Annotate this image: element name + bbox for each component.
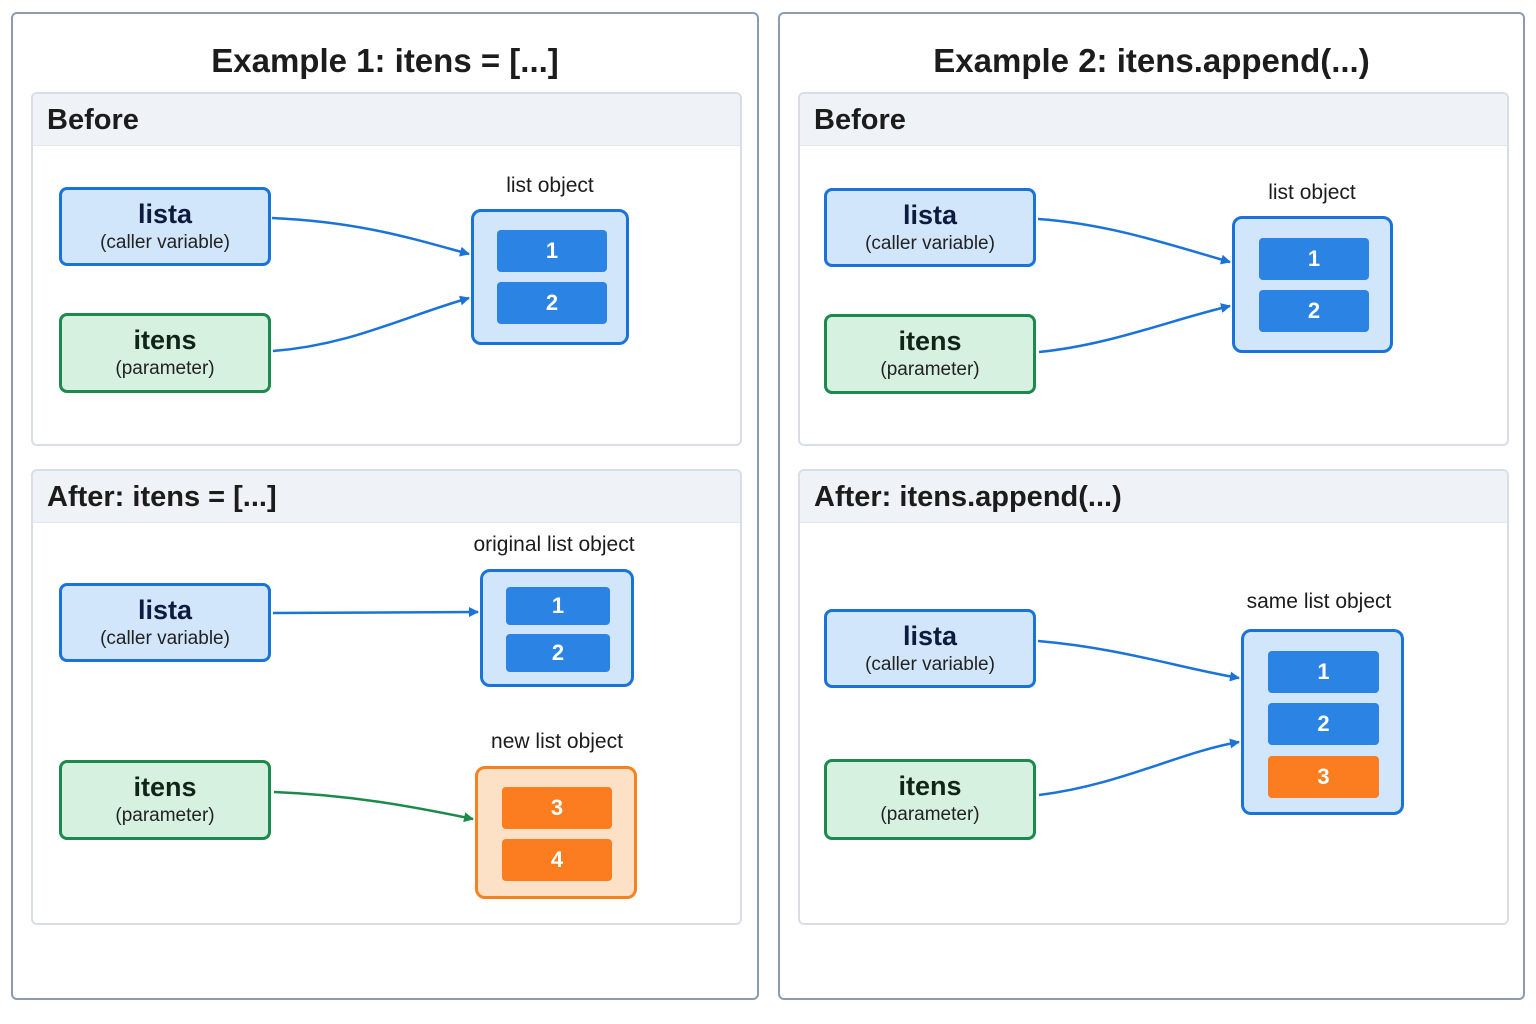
lista-variable-box: lista (caller variable): [824, 609, 1036, 688]
list-item: 2: [1268, 703, 1379, 745]
list-object-label: list object: [1268, 181, 1356, 204]
original-list-object-label: original list object: [473, 533, 635, 556]
lista-variable-box: lista (caller variable): [824, 188, 1036, 267]
variable-name: lista: [902, 621, 958, 651]
variable-description: (parameter): [880, 359, 980, 380]
list-item: 4: [502, 839, 612, 881]
example-1-panel: Example 1: itens = [...] Before After: i…: [11, 12, 759, 1000]
list-object-box: 1 2: [1232, 216, 1393, 353]
variable-name: itens: [133, 772, 197, 802]
variable-description: (parameter): [115, 358, 215, 379]
variable-description: (parameter): [115, 805, 215, 826]
new-list-object-box: 3 4: [475, 766, 637, 899]
variable-description: (caller variable): [865, 233, 995, 254]
variable-description: (caller variable): [865, 654, 995, 675]
itens-parameter-box: itens (parameter): [59, 313, 271, 393]
variable-name: lista: [137, 595, 193, 625]
lista-variable-box: lista (caller variable): [59, 583, 271, 662]
variable-name: itens: [898, 326, 962, 356]
variable-description: (caller variable): [100, 628, 230, 649]
variable-name: lista: [902, 200, 958, 230]
itens-parameter-box: itens (parameter): [59, 760, 271, 840]
list-item: 2: [497, 282, 607, 324]
list-object-label: list object: [506, 174, 594, 197]
panel-header: After: itens = [...]: [33, 471, 740, 523]
same-list-object-label: same list object: [1246, 590, 1392, 613]
example-2-title: Example 2: itens.append(...): [933, 42, 1370, 79]
list-item: 1: [1259, 238, 1369, 280]
panel-header: After: itens.append(...): [800, 471, 1507, 523]
list-item: 2: [506, 634, 610, 672]
example-1-title: Example 1: itens = [...]: [211, 42, 559, 79]
new-list-object-label: new list object: [491, 730, 623, 753]
list-item: 1: [497, 230, 607, 272]
variable-description: (caller variable): [100, 232, 230, 253]
list-item: 1: [1268, 651, 1379, 693]
example-2-panel: Example 2: itens.append(...) Before Afte…: [778, 12, 1525, 1000]
original-list-object-box: 1 2: [480, 569, 634, 687]
variable-name: itens: [133, 325, 197, 355]
list-item: 2: [1259, 290, 1369, 332]
variable-name: lista: [137, 199, 193, 229]
panel-header: Before: [33, 94, 740, 146]
list-item: 3: [502, 787, 612, 829]
variable-description: (parameter): [880, 804, 980, 825]
panel-header: Before: [800, 94, 1507, 146]
itens-parameter-box: itens (parameter): [824, 314, 1036, 394]
list-item-appended: 3: [1268, 756, 1379, 798]
itens-parameter-box: itens (parameter): [824, 759, 1036, 840]
same-list-object-box: 1 2 3: [1241, 629, 1404, 815]
variable-name: itens: [898, 771, 962, 801]
list-object-box: 1 2: [471, 209, 629, 345]
lista-variable-box: lista (caller variable): [59, 187, 271, 266]
list-item: 1: [506, 587, 610, 625]
